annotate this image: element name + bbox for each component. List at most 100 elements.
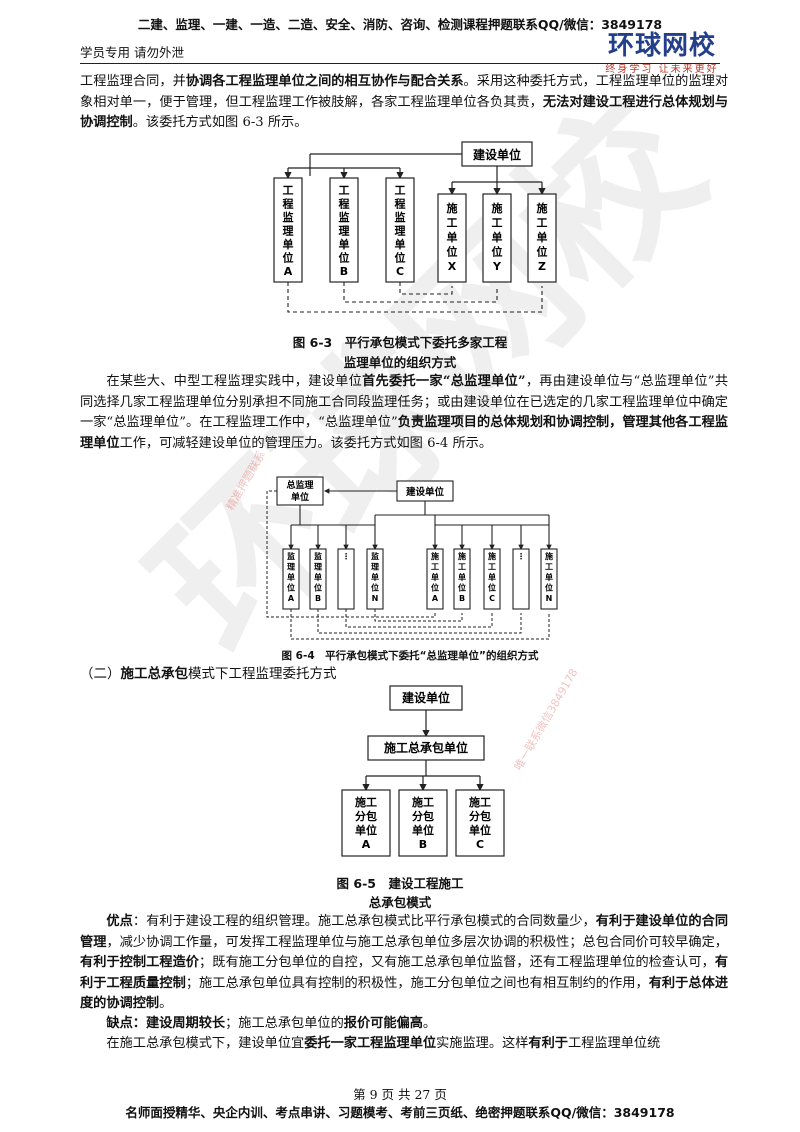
fig63-contractor-label-2-line-2: 单 [537, 230, 548, 244]
logo: 环球网校 终身学习 让未来更好 [592, 32, 732, 75]
fig64-supervision-label-1-line-2: 单 [314, 572, 322, 582]
fig63-supervision-label-2-line-5: 位 [395, 251, 406, 265]
fig64-supervision-label-0-line-4: A [288, 594, 295, 603]
fig64-supervision-label-3-line-4: N [372, 594, 379, 603]
fig64-contractor-boxes [426, 548, 558, 610]
fig64-contractor-label-0-line-0: 施 [431, 551, 439, 561]
fig63-supervision-label-2-line-0: 工 [395, 184, 406, 197]
fig65-caption-2: 总承包模式 [368, 895, 432, 910]
fig64-supervision-label-1-line-3: 位 [314, 583, 322, 593]
fig63-supervision-label-0-line-6: A [284, 265, 293, 278]
fig63-contractor-label-1-line-1: 工 [492, 217, 503, 230]
fig65-sub-label-0-line-3: A [362, 838, 371, 851]
fig63-supervision-label-0-line-3: 理 [283, 225, 294, 238]
section-2-heading: （二）施工总承包模式下工程监理委托方式 [80, 666, 337, 682]
fig63-contractor-label-0-line-2: 单 [447, 230, 458, 244]
logo-sub: 终身学习 让未来更好 [605, 64, 719, 75]
fig65-sub-boxes [341, 789, 505, 857]
fig63-contractor-boxes [437, 193, 557, 283]
fig63-caption-1: 图 6-3 平行承包模式下委托多家工程 [292, 335, 508, 350]
fig65-owner-box [389, 685, 463, 711]
fig64-supervision-boxes [282, 548, 384, 610]
fig64-contractor-label-1-line-0: 施 [458, 551, 466, 561]
fig65-sub-label-1-line-3: B [419, 838, 427, 851]
fig64-supervision-label-0-line-3: 位 [287, 583, 295, 593]
fig64-contractor-label-4-line-0: 施 [545, 551, 553, 561]
fig63-contractor-label-1-line-0: 施 [492, 201, 503, 215]
fig63-caption-2: 监理单位的组织方式 [343, 355, 457, 370]
fig63-supervision-label-1-line-1: 程 [339, 197, 350, 211]
fig63-supervision-label-1-line-0: 工 [339, 184, 350, 197]
fig65-caption-1: 图 6-5 建设工程施工 [336, 876, 464, 891]
fig65-sub-label-1-line-1: 分包 [412, 809, 434, 823]
fig63-owner-label: 建设单位 [472, 147, 521, 162]
fig63-contractor-label-0-line-0: 施 [447, 201, 458, 215]
advantages-paragraph: 优点：有利于建设工程的组织管理。施工总承包模式比平行承包模式的合同数量少，有利于… [80, 914, 729, 1011]
fig64-contractor-label-1-line-1: 工 [458, 563, 466, 572]
fig65-sub-label-0-line-1: 分包 [355, 809, 377, 823]
fig65-gc-label: 施工总承包单位 [384, 740, 468, 755]
fig64-chief-label-line1: 总监理 [286, 479, 313, 491]
fig63-supervision-label-1-line-6: B [340, 265, 348, 278]
fig63-supervision-label-0-line-1: 程 [283, 197, 294, 211]
header-top-text: 二建、监理、一建、一造、二造、安全、消防、咨询、检测课程押题联系QQ/微信：38… [137, 17, 663, 32]
fig64-contractor-label-4-line-4: N [546, 594, 553, 603]
fig64-contractor-label-1-line-3: 位 [458, 583, 466, 593]
fig63-supervision-label-2-line-1: 程 [395, 197, 406, 211]
fig64-supervision-label-0-line-1: 理 [287, 563, 295, 572]
fig64-supervision-label-3-line-2: 单 [371, 572, 379, 582]
fig63-contractor-label-0-line-4: X [448, 260, 457, 273]
fig63-supervision-label-0-line-0: 工 [283, 184, 294, 197]
fig63-supervision-label-2-line-3: 理 [395, 225, 406, 238]
fig64-contractor-label-1-line-4: B [459, 594, 465, 603]
fig64-chief-box [276, 476, 324, 506]
fig64-contractor-label-0-line-1: 工 [431, 563, 439, 572]
fig63-contractor-label-0-line-1: 工 [447, 217, 458, 230]
fig63-supervision-label-2-line-2: 监 [395, 210, 406, 224]
fig65-gc-box [367, 735, 485, 761]
fig63-contractor-label-2-line-4: Z [538, 260, 546, 273]
fig64-supervision-label-2-line-0: ⋮ [342, 552, 350, 561]
fig64-contractor-label-2-line-1: 工 [488, 563, 496, 572]
paragraph-1: 工程监理合同，并协调各工程监理单位之间的相互协作与配合关系。采用这种委托方式，工… [80, 74, 729, 130]
paragraph-last: 在施工总承包模式下，建设单位宜委托一家工程监理单位实施监理。这样有利于工程监理单… [106, 1036, 661, 1051]
header-divider [80, 63, 720, 64]
fig63-supervision-label-0-line-2: 监 [283, 210, 294, 224]
fig63-supervision-label-1-line-2: 监 [339, 210, 350, 224]
fig65-sub-label-0-line-0: 施工 [355, 795, 377, 809]
fig64-caption: 图 6-4 平行承包模式下委托“总监理单位”的组织方式 [281, 650, 539, 662]
fig63-supervision-label-0-line-4: 单 [283, 237, 294, 251]
fig63-supervision-label-1-line-5: 位 [339, 251, 350, 265]
fig63-supervision-label-2-line-4: 单 [395, 237, 406, 251]
fig64-contractor-label-0-line-3: 位 [431, 583, 439, 593]
header-left-text: 学员专用 请勿外泄 [80, 45, 184, 60]
fig63-contractor-label-1-line-3: 位 [492, 245, 503, 259]
fig64-supervision-label-3-line-3: 位 [371, 583, 379, 593]
fig64-contractor-label-2-line-4: C [489, 594, 495, 603]
fig64-chief-label-line2: 单位 [291, 491, 309, 503]
fig64-supervision-label-3-line-0: 监 [371, 551, 379, 561]
fig64-contractor-label-3-line-0: ⋮ [517, 552, 525, 561]
fig64-contractor-label-2-line-0: 施 [488, 551, 496, 561]
paragraph-2: 在某些大、中型工程监理实践中，建设单位首先委托一家“总监理单位”，再由建设单位与… [80, 374, 729, 451]
footer-text: 名师面授精华、央企内训、考点串讲、习题模考、考前三页纸、绝密押题联系QQ/微信：… [125, 1105, 675, 1120]
fig64-supervision-label-1-line-4: B [315, 594, 321, 603]
fig65-sub-label-2-line-0: 施工 [469, 795, 491, 809]
fig64-contractor-label-4-line-2: 单 [545, 572, 553, 582]
fig64-contractor-label-2-line-3: 位 [488, 583, 496, 593]
disadvantages-paragraph: 缺点：建设周期较长；施工总承包单位的报价可能偏高。 [106, 1016, 437, 1031]
fig65-sub-label-0-line-2: 单位 [355, 823, 377, 837]
fig65-sub-label-2-line-3: C [476, 838, 484, 851]
fig64-contractor-label-4-line-3: 位 [545, 583, 553, 593]
fig64-supervision-label-3-line-1: 理 [371, 563, 379, 572]
fig64-supervision-label-0-line-2: 单 [287, 572, 295, 582]
fig63-contractor-label-2-line-0: 施 [537, 201, 548, 215]
fig64-contractor-label-4-line-1: 工 [545, 563, 553, 572]
fig64-contractor-label-0-line-4: A [432, 594, 439, 603]
fig65-sub-label-1-line-0: 施工 [412, 795, 434, 809]
fig63-supervision-label-0-line-5: 位 [283, 251, 294, 265]
fig64-owner-label: 建设单位 [405, 486, 445, 498]
